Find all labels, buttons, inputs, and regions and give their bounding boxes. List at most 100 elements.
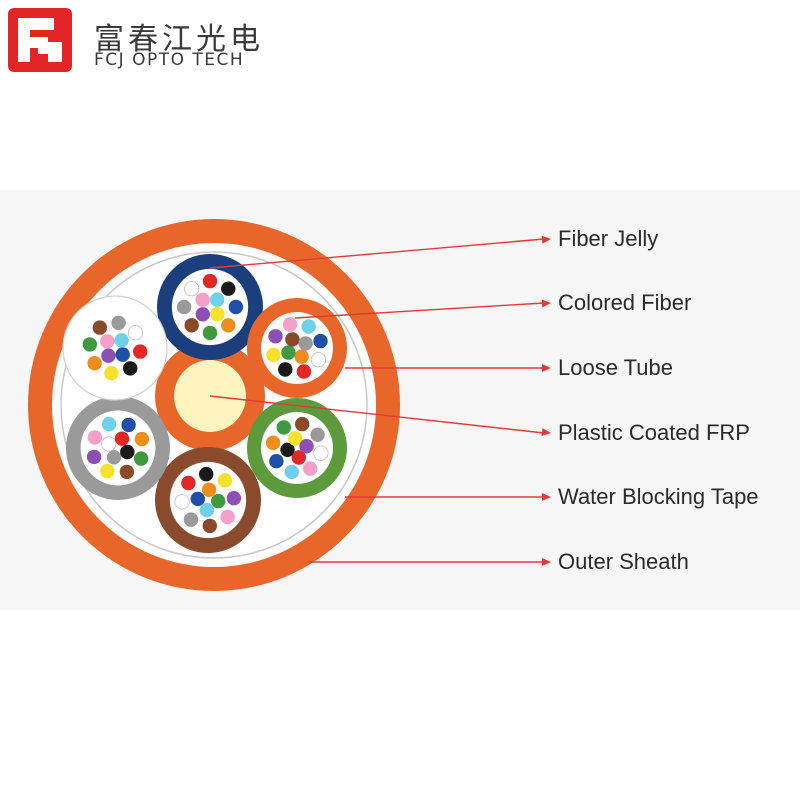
- label-outer-sheath: Outer Sheath: [558, 549, 689, 574]
- brand-name-chinese: 富春江光电: [94, 22, 264, 57]
- colored-fiber: [313, 333, 328, 349]
- colored-fiber: [114, 333, 129, 348]
- colored-fiber: [220, 509, 235, 525]
- colored-fiber: [87, 356, 102, 371]
- colored-fiber: [284, 464, 299, 480]
- colored-fiber: [298, 336, 313, 351]
- colored-fiber: [100, 334, 115, 349]
- colored-fiber: [123, 361, 138, 376]
- colored-fiber: [202, 273, 218, 289]
- leader-plastic-coated-frp: [209, 395, 545, 434]
- colored-fiber: [121, 417, 136, 433]
- arrowhead-icon: [542, 558, 551, 566]
- colored-fiber: [199, 503, 215, 518]
- loose-tube: [157, 254, 263, 360]
- fiber-jelly-fill: [80, 410, 156, 486]
- colored-fiber: [295, 416, 310, 432]
- colored-fiber: [211, 493, 226, 509]
- colored-fiber: [202, 325, 218, 341]
- colored-fiber: [120, 444, 135, 460]
- arrowhead-icon: [541, 428, 551, 436]
- colored-fiber: [195, 292, 210, 307]
- colored-fiber: [176, 299, 192, 315]
- leader-lines: [209, 235, 551, 566]
- colored-fiber: [299, 439, 314, 454]
- colored-fiber: [310, 427, 325, 442]
- colored-fiber: [291, 450, 306, 465]
- colored-fiber: [221, 318, 236, 333]
- arrowhead-icon: [541, 235, 551, 244]
- colored-fiber: [202, 518, 217, 534]
- colored-fiber: [101, 416, 117, 432]
- colored-fiber: [133, 451, 149, 466]
- loose-tubes: [62, 254, 347, 553]
- arrowhead-icon: [542, 493, 551, 501]
- colored-fiber: [115, 347, 130, 362]
- loose-tube: [62, 295, 168, 401]
- label-colored-fiber: Colored Fiber: [558, 290, 692, 315]
- colored-fiber: [301, 319, 316, 334]
- colored-fiber: [184, 281, 200, 297]
- label-loose-tube: Loose Tube: [558, 355, 673, 380]
- brand-logo: 富春江光电 FCJ OPTO TECH: [8, 8, 280, 72]
- leader-colored-fiber: [294, 302, 545, 319]
- colored-fiber: [217, 473, 233, 488]
- colored-fiber: [210, 307, 225, 322]
- colored-fiber: [296, 364, 312, 379]
- colored-fiber: [265, 435, 281, 450]
- colored-fiber: [134, 431, 150, 447]
- loose-tube: [66, 396, 170, 500]
- colored-fiber: [294, 349, 309, 364]
- colored-fiber: [183, 512, 199, 527]
- colored-fiber: [280, 442, 295, 457]
- water-blocking-tape: [60, 251, 368, 559]
- colored-fiber: [221, 281, 236, 296]
- colored-fiber: [228, 299, 244, 315]
- colored-fiber: [92, 320, 108, 335]
- colored-fiber: [174, 494, 190, 510]
- colored-fiber: [127, 325, 143, 341]
- colored-fiber: [133, 344, 148, 359]
- colored-fiber: [86, 449, 102, 465]
- colored-fiber: [313, 445, 329, 461]
- colored-fiber: [111, 315, 126, 330]
- brand-name-english: FCJ OPTO TECH: [94, 50, 245, 70]
- colored-fiber: [181, 475, 196, 491]
- colored-fiber: [278, 362, 293, 377]
- colored-fiber: [266, 347, 281, 363]
- colored-fiber: [310, 352, 327, 368]
- colored-fiber: [226, 491, 242, 506]
- colored-fiber: [119, 464, 135, 480]
- colored-fiber: [303, 461, 318, 476]
- colored-fiber: [87, 430, 103, 445]
- colored-fiber: [282, 317, 298, 332]
- colored-fiber: [269, 454, 284, 469]
- colored-fiber: [201, 482, 217, 497]
- colored-fiber: [82, 337, 98, 352]
- leader-fiber-jelly: [209, 238, 545, 269]
- colored-fiber: [100, 463, 115, 479]
- colored-fiber: [288, 431, 303, 446]
- colored-fiber: [114, 431, 130, 446]
- colored-fiber: [101, 436, 117, 452]
- fcj-logo-icon: [8, 8, 72, 72]
- colored-fiber: [190, 491, 205, 507]
- colored-fiber: [268, 329, 283, 344]
- colored-fiber: [281, 345, 296, 360]
- colored-fiber: [106, 450, 122, 465]
- arrowhead-icon: [541, 299, 551, 308]
- colored-fiber: [184, 318, 199, 333]
- colored-fiber: [210, 292, 225, 307]
- loose-tube: [247, 298, 347, 398]
- label-fiber-jelly: Fiber Jelly: [558, 226, 659, 251]
- colored-fiber: [199, 466, 214, 482]
- colored-fiber: [276, 420, 291, 435]
- label-water-blocking-tape: Water Blocking Tape: [558, 484, 759, 509]
- colored-fiber: [101, 348, 116, 363]
- loose-tube: [247, 398, 347, 498]
- label-plastic-coated-frp: Plastic Coated FRP: [558, 420, 750, 445]
- loose-tube: [155, 447, 261, 553]
- colored-fiber: [104, 366, 119, 381]
- colored-fiber: [195, 307, 210, 322]
